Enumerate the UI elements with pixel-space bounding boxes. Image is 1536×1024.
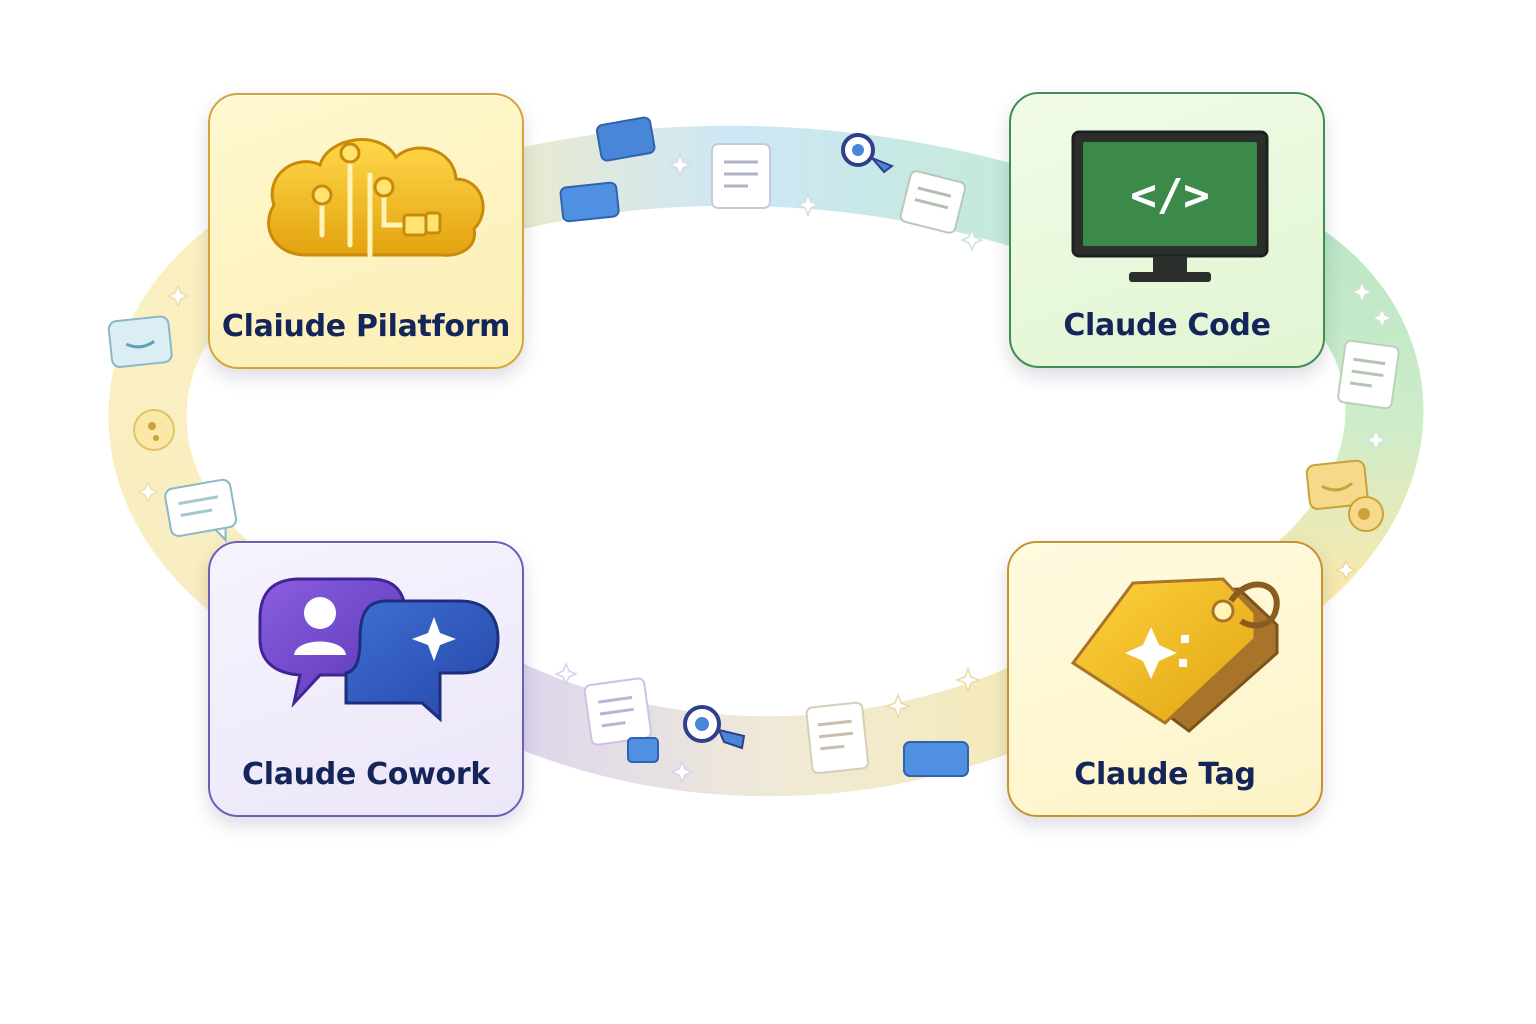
claude-platform-card[interactable]: Claiude Pilatform bbox=[208, 93, 524, 369]
claude-platform-label: Claiude Pilatform bbox=[221, 309, 511, 344]
document-icon bbox=[1337, 339, 1400, 410]
claude-cowork-label: Claude Cowork bbox=[242, 757, 490, 792]
face-icon bbox=[1348, 496, 1384, 532]
sparkle-icon bbox=[1364, 428, 1388, 452]
sparkle-icon bbox=[1335, 559, 1357, 581]
envelope-icon bbox=[1305, 459, 1369, 510]
sparkle-icon bbox=[960, 228, 984, 252]
sparkle-icon bbox=[166, 284, 190, 308]
folder-icon bbox=[903, 741, 969, 777]
claude-code-card[interactable]: </> Claude Code bbox=[1009, 92, 1325, 368]
sparkle-icon bbox=[884, 692, 912, 720]
folder-icon bbox=[595, 116, 656, 162]
cloud-circuit-icon bbox=[267, 138, 485, 258]
document-icon bbox=[899, 170, 967, 234]
document-icon bbox=[805, 701, 869, 775]
folder-icon bbox=[559, 181, 620, 223]
search-pin-icon bbox=[683, 705, 746, 750]
document-icon bbox=[711, 143, 771, 209]
sparkle-icon bbox=[554, 662, 578, 686]
envelope-icon bbox=[107, 315, 173, 368]
claude-cowork-card[interactable]: Claude Cowork bbox=[208, 541, 524, 817]
claude-tag-label: Claude Tag bbox=[1074, 757, 1256, 792]
sparkle-icon bbox=[668, 153, 692, 177]
chat-bubbles-icon bbox=[258, 577, 500, 723]
sparkle-icon bbox=[1371, 307, 1393, 329]
code-glyph: </> bbox=[1130, 170, 1209, 221]
price-tag-icon bbox=[1070, 577, 1280, 733]
folder-icon bbox=[627, 737, 659, 763]
sparkle-icon bbox=[1350, 280, 1374, 304]
search-pin-icon bbox=[841, 133, 895, 174]
chat-note-icon bbox=[164, 478, 238, 543]
sparkle-icon bbox=[954, 666, 982, 694]
sparkle-icon bbox=[137, 481, 159, 503]
face-icon bbox=[133, 409, 175, 451]
monitor-code-icon: </> bbox=[1071, 130, 1269, 282]
claude-code-label: Claude Code bbox=[1063, 308, 1271, 343]
sparkle-icon bbox=[796, 193, 820, 217]
sparkle-icon bbox=[670, 760, 694, 784]
document-icon bbox=[583, 677, 652, 746]
claude-tag-card[interactable]: Claude Tag bbox=[1007, 541, 1323, 817]
